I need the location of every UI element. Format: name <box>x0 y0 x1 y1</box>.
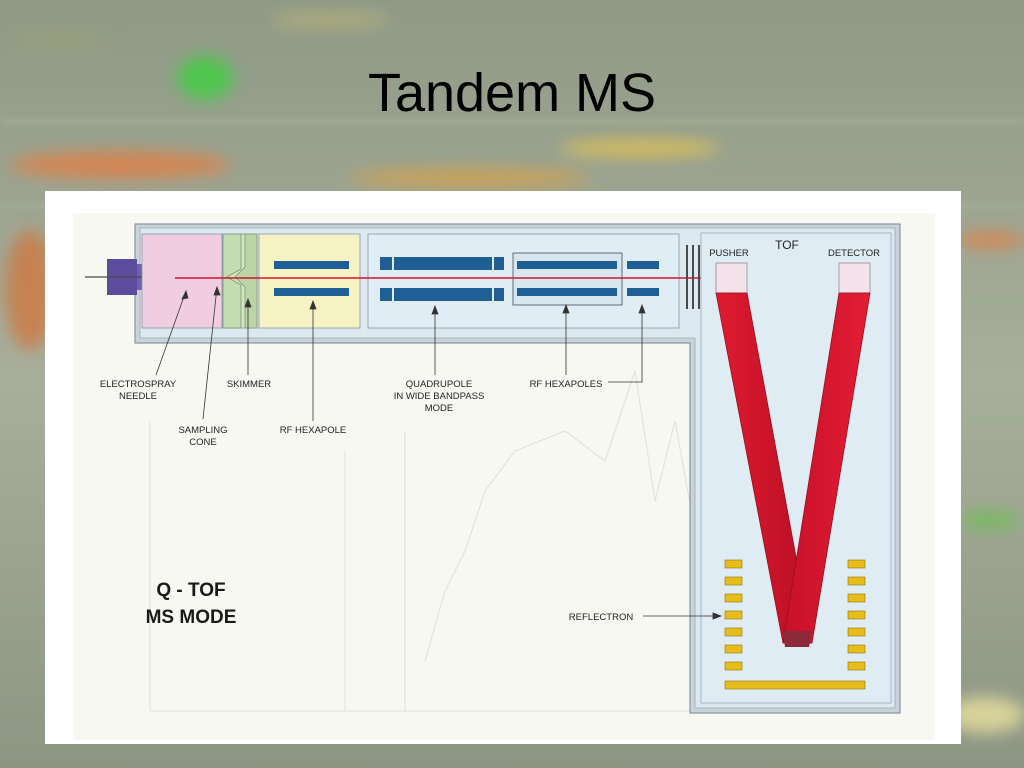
mode-label-2: MS MODE <box>146 607 237 628</box>
collision-cell <box>512 252 623 306</box>
label-rf-hexapoles: RF HEXAPOLES <box>530 379 603 390</box>
figure-panel: ELECTROSPRAY NEEDLE SAMPLING CONE SKIMME… <box>45 191 961 744</box>
reflectron-base-plate <box>724 680 866 690</box>
rf-hexapoles-rod-top-2 <box>627 261 659 269</box>
flight-path-turn <box>783 631 812 647</box>
label-electrospray-2: NEEDLE <box>119 391 157 402</box>
label-pusher: PUSHER <box>709 248 749 259</box>
label-skimmer: SKIMMER <box>227 379 271 390</box>
faint-spectrum <box>149 370 745 712</box>
qtof-diagram: ELECTROSPRAY NEEDLE SAMPLING CONE SKIMME… <box>73 213 935 740</box>
rf-hexapoles-rod-bottom-2 <box>627 288 659 296</box>
label-sampling-1: SAMPLING <box>178 425 227 436</box>
rf-hexapole-rod-bottom <box>274 288 349 296</box>
transfer-lens <box>686 245 700 309</box>
label-rf-hexapole: RF HEXAPOLE <box>280 425 347 436</box>
label-detector: DETECTOR <box>828 248 880 259</box>
label-tof: TOF <box>775 238 799 252</box>
label-sampling-2: CONE <box>189 437 216 448</box>
pusher-block <box>715 262 748 294</box>
label-reflectron: REFLECTRON <box>569 612 634 623</box>
label-quad-3: MODE <box>425 403 454 414</box>
skimmer-region <box>222 233 258 329</box>
reflectron-plates-left <box>724 559 743 671</box>
slide-title: Tandem MS <box>367 63 657 123</box>
reflectron-plates-right <box>847 559 866 671</box>
mode-label-1: Q - TOF <box>156 580 225 601</box>
quadrupole-rods <box>380 257 504 301</box>
flight-path-up <box>782 292 871 644</box>
rf-hexapoles-rod-bottom <box>517 288 617 296</box>
label-electrospray-1: ELECTROSPRAY <box>100 379 177 390</box>
rf-hexapole-region <box>258 233 361 329</box>
leader-lines <box>155 285 723 620</box>
label-quad-1: QUADRUPOLE <box>406 379 473 390</box>
rf-hexapoles-rod-top <box>517 261 617 269</box>
label-quad-2: IN WIDE BANDPASS <box>394 391 485 402</box>
detector-block <box>838 262 871 294</box>
source-region <box>141 233 223 329</box>
rf-hexapole-rod-top <box>274 261 349 269</box>
